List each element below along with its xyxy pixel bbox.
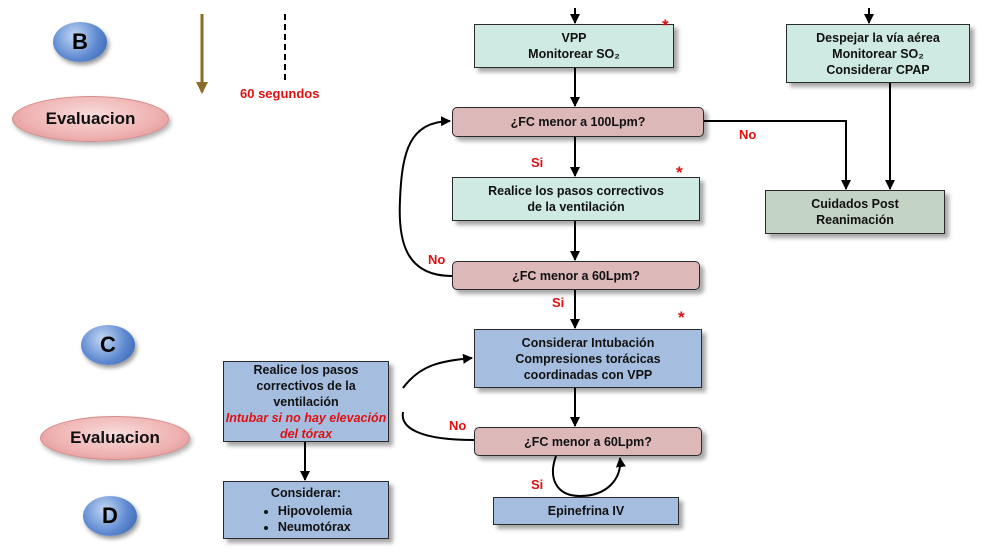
consider-list: Hipovolemia Neumotórax	[260, 503, 352, 535]
fc100-text: ¿FC menor a 100Lpm?	[510, 115, 646, 129]
corrective-ventilation-box-2: Realice los pasos correctivos de la vent…	[223, 361, 389, 442]
fc100-decision-box: ¿FC menor a 100Lpm?	[452, 107, 704, 137]
timer-label: 60 segundos	[240, 86, 320, 101]
arrow-fc100-no-to-postcare	[704, 120, 851, 190]
airway-line1: Despejar la vía aérea	[816, 30, 940, 45]
si-label-fc60: Si	[552, 295, 565, 310]
step-b-label: B	[72, 29, 88, 54]
consider-box: Considerar: Hipovolemia Neumotórax	[223, 481, 389, 539]
intubation-line2: Compresiones torácicas	[515, 351, 661, 366]
corrective2-line1: Realice los pasos	[253, 362, 359, 377]
arrow-loop-to-intubation	[402, 353, 473, 389]
asterisk-vpp: *	[662, 16, 669, 35]
vpp-box: VPP Monitorear SO₂	[474, 24, 674, 68]
airway-box: Despejar la vía aérea Monitorear SO₂ Con…	[786, 24, 970, 83]
asterisk-intubation: *	[678, 308, 685, 327]
corrective2-line2: correctivos de la	[256, 378, 356, 393]
intubation-line1: Considerar Intubación	[521, 335, 655, 350]
intubation-box: Considerar Intubación Compresiones torác…	[474, 329, 702, 388]
corrective1-line2: de la ventilación	[527, 200, 625, 214]
evaluation-label-2: Evaluacion	[70, 428, 160, 447]
post-care-box: Cuidados Post Reanimación	[765, 190, 945, 234]
evaluation-oval-2: Evaluacion	[40, 416, 190, 460]
intubation-note: Intubar si no hay elevación del tórax	[225, 410, 387, 441]
vpp-line2: Monitorear SO₂	[528, 47, 620, 61]
arrow-fc60b-no-loop	[401, 411, 475, 441]
si-label-fc100: Si	[531, 155, 544, 170]
arrow-fc60-no-loop	[398, 116, 453, 277]
evaluation-oval-1: Evaluacion	[12, 96, 169, 142]
step-c-label: C	[100, 332, 116, 357]
step-d-circle: D	[83, 496, 137, 536]
vpp-line1: VPP	[561, 31, 587, 45]
fc60-decision-box-1: ¿FC menor a 60Lpm?	[452, 261, 700, 290]
epinefrina-box: Epinefrina IV	[493, 497, 679, 525]
step-c-circle: C	[81, 325, 135, 365]
step-d-label: D	[102, 503, 118, 528]
consider-title: Considerar:	[270, 486, 342, 500]
no-label-fc60b: No	[449, 418, 467, 433]
no-label-fc100: No	[739, 127, 757, 142]
asterisk-corrective: *	[676, 163, 683, 182]
corrective-ventilation-box: Realice los pasos correctivos de la vent…	[452, 177, 700, 221]
corrective1-line1: Realice los pasos correctivos	[488, 184, 664, 198]
intubation-line3: coordinadas con VPP	[523, 367, 653, 382]
step-b-circle: B	[53, 22, 107, 62]
postcare-line2: Reanimación	[816, 213, 894, 227]
arrow-epinefrina-loop	[552, 455, 626, 498]
consider-item-neumotorax: Neumotórax	[278, 519, 352, 535]
epinefrina-text: Epinefrina IV	[547, 504, 625, 518]
fc60-2-text: ¿FC menor a 60Lpm?	[524, 434, 652, 449]
no-label-fc60: No	[428, 252, 446, 267]
si-label-fc60b: Si	[531, 477, 544, 492]
airway-line3: Considerar CPAP	[826, 62, 930, 77]
corrective2-line3: ventilación	[273, 394, 339, 409]
fc60-1-text: ¿FC menor a 60Lpm?	[512, 268, 640, 283]
consider-item-hipovolemia: Hipovolemia	[278, 503, 352, 519]
fc60-decision-box-2: ¿FC menor a 60Lpm?	[474, 427, 702, 456]
evaluation-label-1: Evaluacion	[45, 109, 136, 128]
airway-line2: Monitorear SO₂	[832, 46, 924, 61]
postcare-line1: Cuidados Post	[811, 197, 899, 211]
